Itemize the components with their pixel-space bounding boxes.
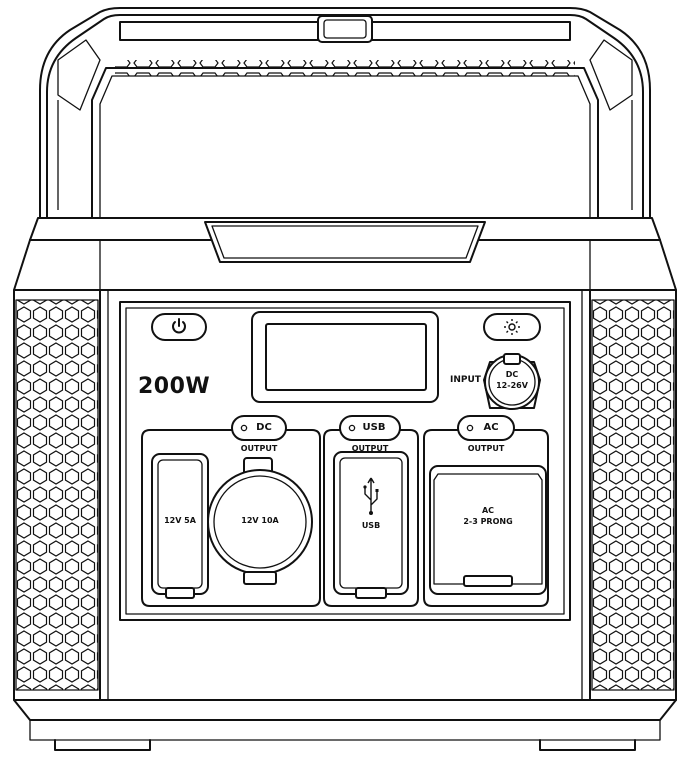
light-button[interactable] — [483, 313, 541, 341]
dc-input-port[interactable] — [483, 353, 541, 410]
left-vent-grille — [16, 300, 98, 690]
ac-outlet-label-line1: AC — [481, 506, 495, 515]
dc-5a-label: 12V 5A — [164, 516, 196, 525]
dc-5a-port[interactable] — [151, 453, 209, 599]
usb-button-label: USB — [362, 422, 386, 433]
usb-output-group — [323, 429, 419, 607]
top-lid — [29, 217, 661, 263]
input-label: INPUT — [450, 375, 481, 385]
main-body — [13, 239, 677, 751]
usb-port-label: USB — [361, 521, 381, 530]
power-button[interactable] — [151, 313, 207, 341]
carry-handle[interactable] — [39, 7, 651, 219]
dc-output-label: OUTPUT — [240, 444, 278, 453]
usb-icon — [363, 477, 379, 515]
dc-input-voltage: 12-26V — [496, 381, 528, 390]
lcd-display — [251, 311, 439, 403]
ac-output-group — [423, 429, 549, 607]
dc-10a-socket[interactable] — [207, 457, 313, 585]
ac-output-label: OUTPUT — [467, 444, 505, 453]
dc-10a-label: 12V 10A — [241, 516, 279, 525]
usb-output-label: OUTPUT — [351, 444, 389, 453]
dc-button-label: DC — [256, 422, 272, 433]
wattage-label: 200W — [138, 374, 211, 399]
ac-outlet[interactable] — [429, 465, 547, 595]
power-icon — [172, 318, 186, 334]
ac-button[interactable] — [457, 415, 515, 441]
light-icon — [504, 319, 520, 335]
ac-button-label: AC — [483, 422, 499, 433]
right-vent-grille — [592, 300, 674, 690]
dc-input-label: DC — [505, 370, 519, 379]
dc-output-group — [141, 429, 321, 607]
dc-button[interactable] — [231, 415, 287, 441]
usb-port[interactable] — [333, 451, 409, 599]
usb-button[interactable] — [339, 415, 401, 441]
ac-outlet-label-line2: 2-3 PRONG — [463, 517, 513, 526]
